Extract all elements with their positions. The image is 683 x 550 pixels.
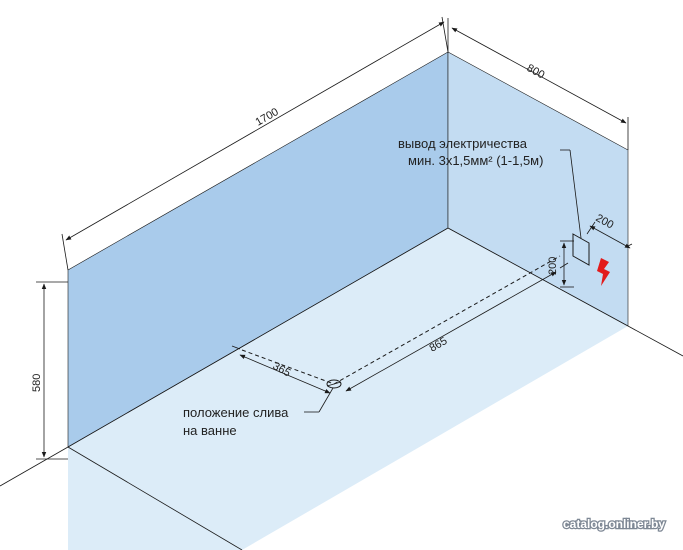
length-label: 1700: [254, 106, 281, 129]
electric-label-line2: мин. 3х1,5мм² (1-1,5м): [408, 153, 543, 168]
watermark: catalog.onliner.by: [563, 517, 665, 531]
electric-label-line1: вывод электричества: [398, 136, 528, 151]
outlet-box: [560, 149, 590, 266]
height-label: 580: [31, 374, 43, 392]
dimension-outlet-height: 200: [547, 240, 574, 288]
lightning-icon: [597, 258, 610, 286]
outlet-height-label: 200: [547, 257, 559, 275]
drain-label-line1: положение слива: [183, 405, 289, 420]
drain-leader: [304, 387, 334, 413]
dimension-height: 580: [31, 281, 68, 460]
drain-label-line2: на ванне: [183, 423, 237, 438]
width-label: 800: [525, 62, 547, 81]
